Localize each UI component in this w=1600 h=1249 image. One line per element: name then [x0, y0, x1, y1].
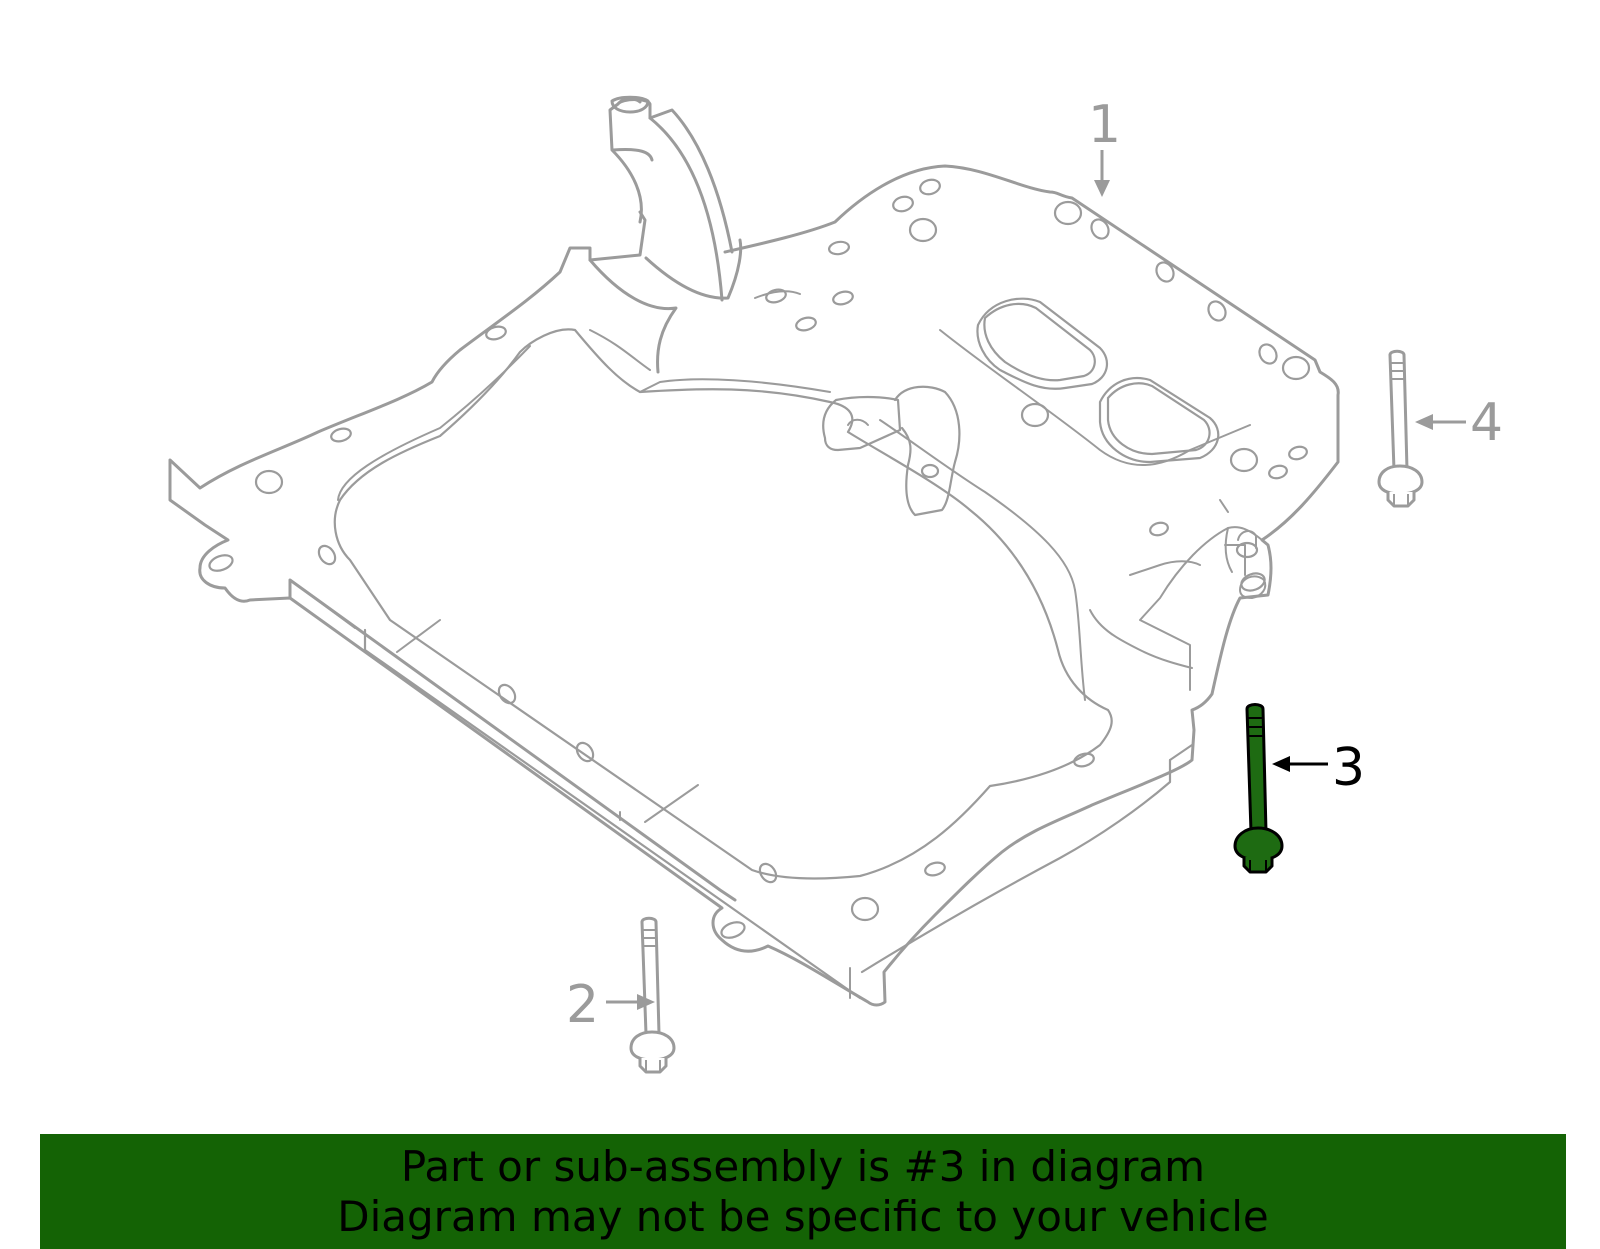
leader-arrows: [606, 150, 1466, 1010]
banner-line-part-number: Part or sub-assembly is #3 in diagram: [400, 1142, 1206, 1191]
bolt-part-3-highlighted: [1233, 703, 1284, 874]
callout-3: 3: [1332, 738, 1365, 798]
subframe-part-1: [168, 95, 1340, 1007]
subframe-cutouts: [976, 297, 1220, 464]
callout-4: 4: [1470, 393, 1503, 453]
banner-line-disclaimer: Diagram may not be specific to your vehi…: [337, 1192, 1269, 1241]
callout-2: 2: [566, 975, 599, 1035]
subframe-holes: [208, 178, 1311, 939]
bolt-part-4: [1377, 349, 1424, 508]
info-banner: Part or sub-assembly is #3 in diagram Di…: [40, 1134, 1566, 1249]
callout-1: 1: [1088, 95, 1121, 155]
